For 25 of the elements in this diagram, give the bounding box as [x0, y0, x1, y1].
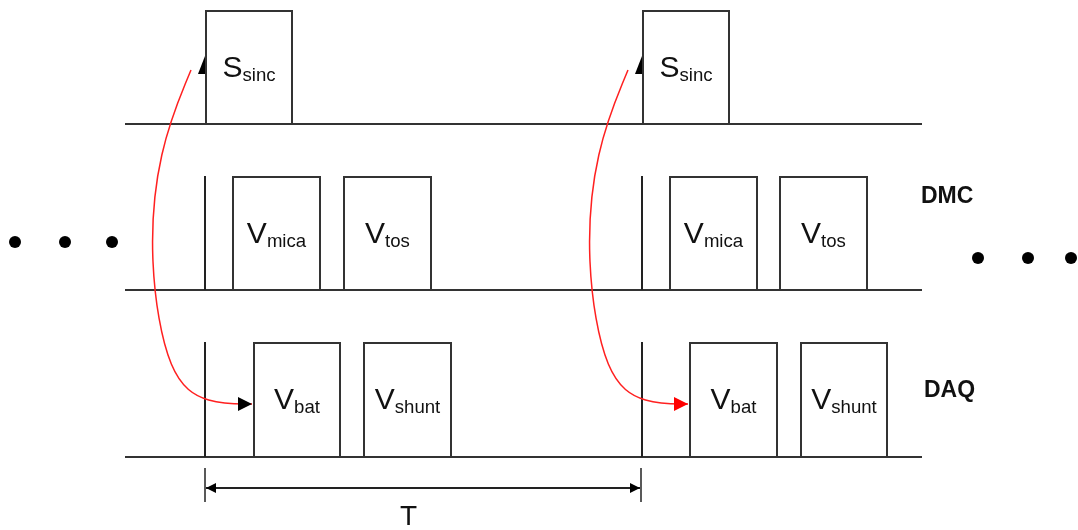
pulse-box	[800, 342, 888, 458]
row-label: DMC	[921, 182, 974, 209]
pulse-box	[205, 10, 293, 125]
signal-label: V$_{tos}$	[364, 215, 411, 252]
pulse-box	[669, 176, 758, 291]
signal-label: V$_{bat}$	[709, 381, 758, 419]
pulse-box	[232, 176, 321, 291]
pulse-box	[343, 176, 432, 291]
signal-label: S$_{sinc}$	[221, 49, 277, 86]
signal-label: V$_{shunt}$	[810, 381, 878, 419]
arrow	[151, 69, 253, 411]
signal-label: V$_{bat}$	[273, 381, 321, 419]
pulse-box	[363, 342, 452, 458]
pulse-box	[642, 10, 730, 125]
signal-label: V$_{mica}$	[245, 215, 308, 252]
signal-label: S$_{sinc}$	[658, 49, 714, 86]
pulse-box	[779, 176, 868, 291]
signal-label: V$_{shunt}$	[373, 381, 442, 419]
period-label: T	[400, 500, 418, 530]
pulse-box	[689, 342, 778, 458]
arrow	[588, 69, 689, 411]
signal-label: V$_{mica}$	[682, 215, 745, 252]
row-label: DAQ	[924, 376, 976, 403]
signal-label: V$_{tos}$	[800, 215, 847, 252]
pulse-box	[253, 342, 341, 458]
